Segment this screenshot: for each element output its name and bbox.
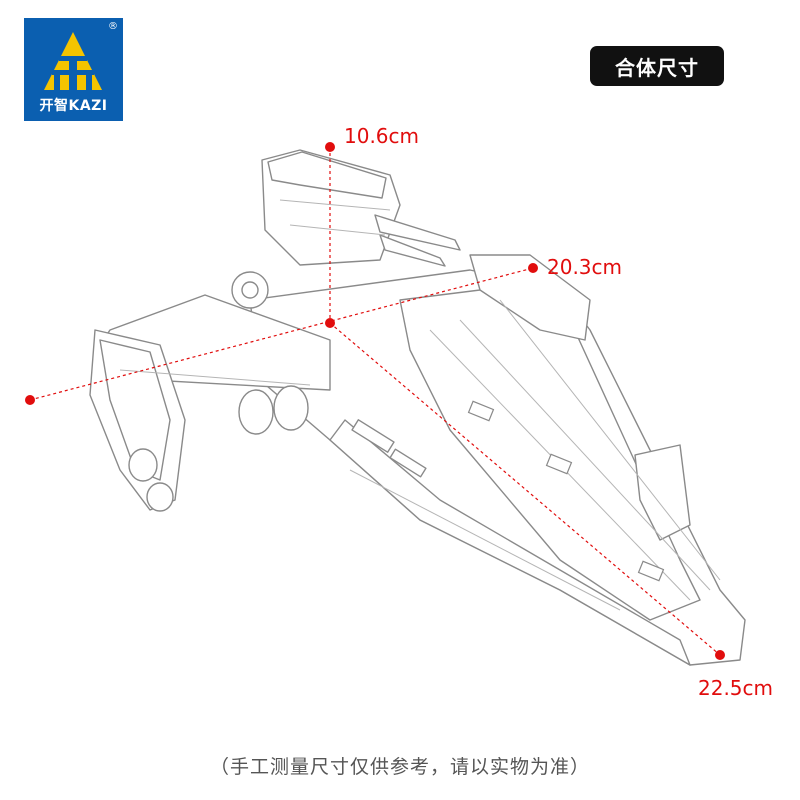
width-label: 20.3cm (547, 255, 623, 279)
engine-2 (273, 385, 309, 431)
length-dimension-line (329, 322, 721, 656)
hull-side-panel (329, 419, 691, 666)
width-right-dot (528, 263, 538, 273)
pyramid-logo-icon (44, 32, 102, 90)
front-nose-plate (634, 444, 691, 541)
gun-barrel-2 (379, 234, 446, 267)
length-end-dot (715, 650, 725, 660)
width-left-dot (25, 395, 35, 405)
measurement-disclaimer: （手工测量尺寸仅供参考，请以实物为准） (209, 756, 590, 778)
turret-roof (267, 151, 387, 199)
width-dimension-line (29, 267, 534, 401)
engine-3 (128, 448, 158, 482)
brand-wordmark: 开智KAZI (24, 95, 123, 115)
left-pod-panel (99, 339, 171, 481)
combined-size-badge: 合体尺寸 (590, 46, 724, 86)
height-top-dot (325, 142, 335, 152)
brand-logo: ® 开智KAZI (24, 18, 123, 121)
gun-barrel-1 (374, 214, 461, 251)
registered-mark: ® (108, 21, 118, 32)
spring-1 (351, 419, 395, 453)
engine-4 (146, 482, 174, 512)
engine-1 (238, 389, 274, 435)
height-label: 10.6cm (344, 124, 420, 148)
brand-name-en: KAZI (68, 98, 108, 114)
brand-name-cn: 开智 (39, 98, 69, 114)
spring-2 (389, 448, 427, 478)
length-label: 22.5cm (698, 676, 774, 700)
center-dot (325, 318, 335, 328)
